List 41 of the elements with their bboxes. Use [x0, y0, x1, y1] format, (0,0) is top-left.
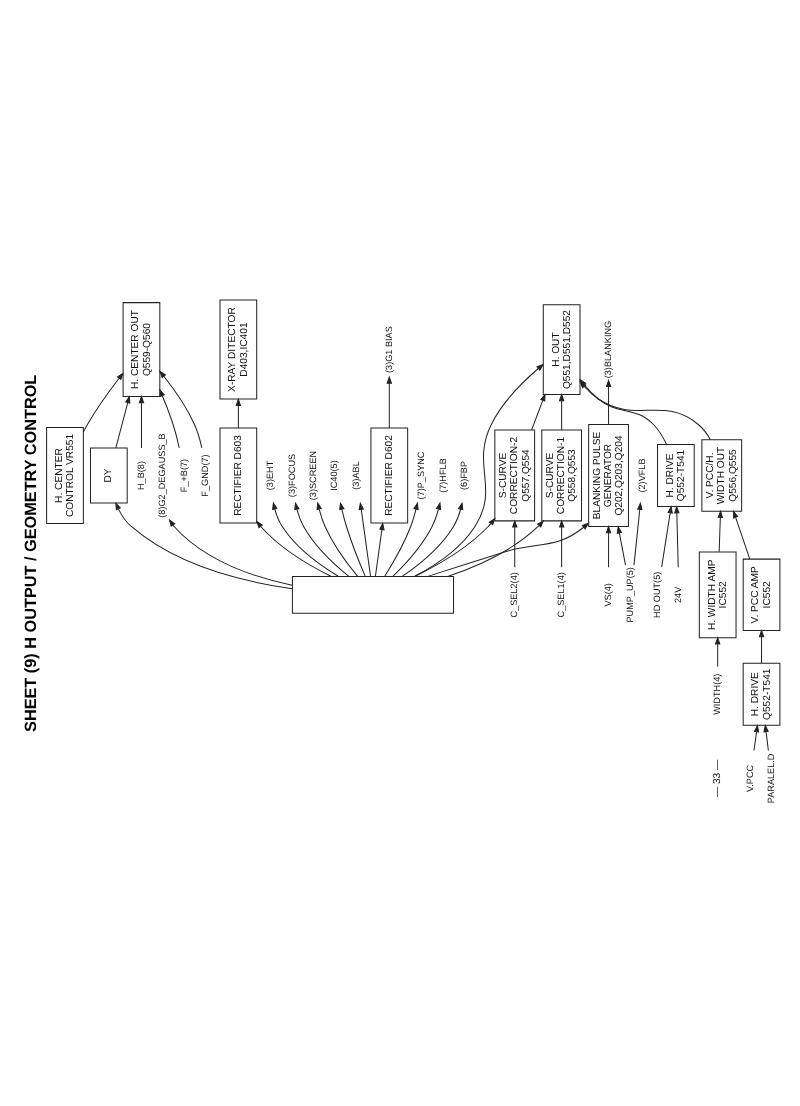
arrow — [358, 501, 371, 577]
arrow — [511, 519, 518, 568]
arrow — [392, 501, 442, 577]
arrow — [605, 525, 612, 568]
arrow — [82, 372, 124, 433]
diagram-title: SHEET (9) H OUTPUT / GEOMETRY CONTROL — [22, 374, 41, 732]
arrow — [558, 519, 565, 568]
arrow — [673, 505, 680, 568]
arrow — [758, 628, 765, 664]
arrow — [384, 501, 419, 577]
arrow — [272, 501, 339, 577]
arrow — [115, 501, 293, 590]
arrow — [427, 522, 590, 577]
arrow — [414, 517, 496, 577]
arrow — [558, 393, 565, 431]
arrow — [115, 395, 131, 449]
arrow — [159, 370, 203, 449]
arrow — [374, 521, 385, 577]
arrow — [753, 724, 760, 751]
arrow — [294, 501, 350, 577]
arrow — [339, 501, 366, 577]
arrow — [159, 388, 180, 449]
arrow — [138, 395, 145, 449]
arrow — [316, 501, 359, 577]
arrow — [616, 525, 626, 566]
arrow — [763, 724, 769, 751]
arrow — [633, 501, 643, 566]
arrow — [447, 519, 545, 577]
arrow — [168, 518, 293, 586]
arrow — [401, 501, 464, 577]
arrow — [714, 636, 721, 668]
arrow — [531, 393, 546, 431]
arrow — [255, 520, 332, 577]
arrow — [386, 375, 393, 429]
arrow — [414, 363, 545, 577]
node-box — [291, 575, 455, 614]
arrow — [733, 510, 751, 560]
arrow — [661, 505, 673, 568]
arrow — [605, 378, 612, 425]
arrow — [235, 397, 242, 429]
arrow — [717, 509, 724, 553]
